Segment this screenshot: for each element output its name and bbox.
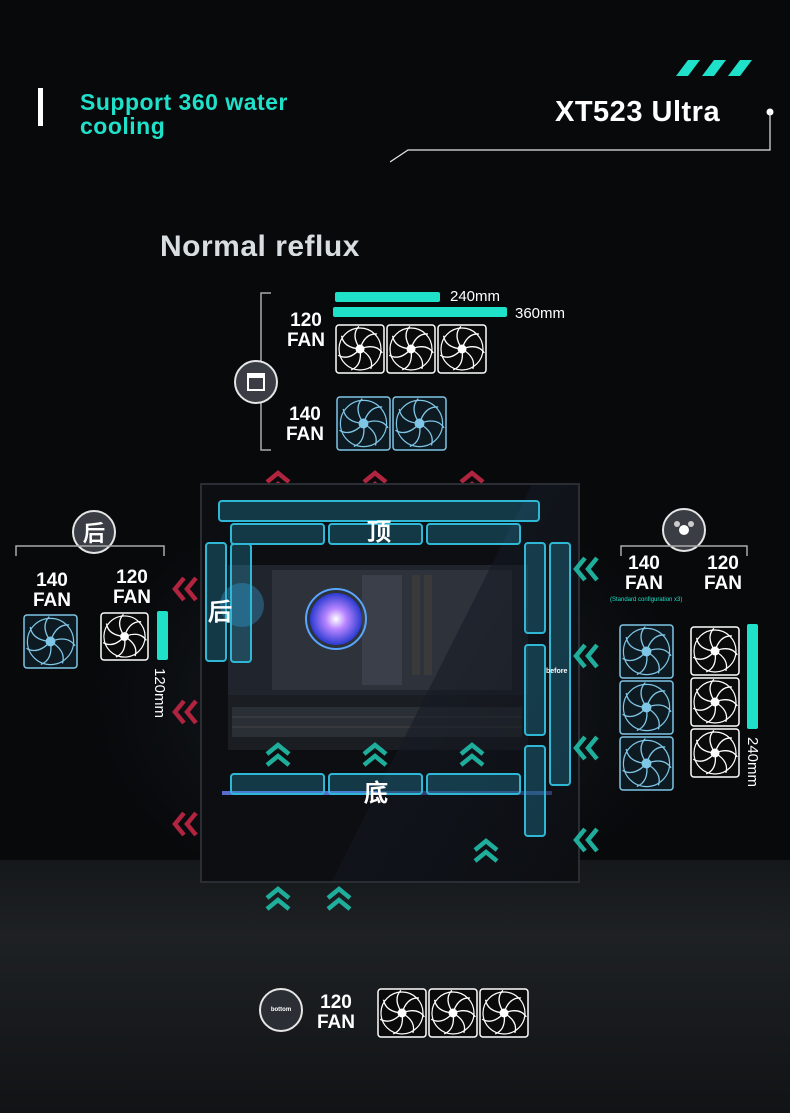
bottom-intake-arrow	[264, 886, 292, 917]
rear-bracket	[15, 545, 165, 556]
bottom-intake-arrow	[361, 742, 389, 773]
pc-case	[200, 483, 580, 883]
front-intake-arrow	[573, 555, 601, 588]
top-radiator-zone	[218, 500, 540, 522]
radiator-360-bar	[333, 307, 507, 317]
front-intake-arrow	[573, 734, 601, 767]
floor-reflection	[0, 860, 790, 1113]
rear-fan140-label: 140 FAN	[33, 570, 71, 611]
front-zone-2	[524, 644, 546, 736]
bottom-fan120-row	[377, 988, 529, 1038]
header-line-decoration	[390, 108, 774, 163]
case-bottom-label: 底	[364, 780, 388, 807]
rear-fan120-label: 120 FAN	[113, 567, 151, 608]
front-zone-3	[524, 745, 546, 837]
front-fan120-label: 120 FAN	[704, 553, 742, 594]
fan-icon	[437, 324, 487, 374]
front-fan140-label: 140 FAN	[625, 553, 663, 594]
rear-fan140	[23, 614, 78, 669]
front-zone-1	[524, 542, 546, 634]
fan-icon	[690, 626, 740, 676]
front-fan120-stack	[690, 626, 740, 778]
fan-icon	[428, 988, 478, 1038]
bottom-intake-arrow	[458, 742, 486, 773]
fan-icon	[619, 736, 674, 791]
radiator-240-bar	[335, 292, 440, 302]
bottom-intake-arrow	[264, 742, 292, 773]
fan-icon	[479, 988, 529, 1038]
top-fan-zone-3	[426, 523, 521, 545]
front-note: (Standard configuration x3)	[610, 597, 683, 603]
fan-icon	[690, 728, 740, 778]
top-fan140-label: 140 FAN	[286, 404, 324, 445]
rear-exhaust-arrow	[172, 698, 200, 731]
top-fan120-label: 120 FAN	[287, 310, 325, 351]
stripes-decoration	[676, 60, 752, 76]
model-name: XT523 Ultra	[555, 96, 721, 128]
header-title: Support 360 water cooling	[80, 89, 288, 139]
top-position-icon	[234, 360, 278, 404]
top-fan-zone-1	[230, 523, 325, 545]
front-intake-arrow	[573, 642, 601, 675]
rear-fan120	[100, 612, 149, 661]
dim-360-label: 360mm	[515, 305, 566, 322]
fan-icon	[336, 396, 391, 451]
top-fan140-row	[336, 396, 447, 451]
fan-icon	[100, 612, 149, 661]
front-bracket	[620, 545, 748, 556]
fan-icon	[377, 988, 427, 1038]
bottom-fan120-label: 120 FAN	[317, 992, 355, 1033]
fan-icon	[619, 680, 674, 735]
front-intake-arrow	[573, 826, 601, 859]
front-radiator-zone	[549, 542, 571, 786]
bottom-badge: bottom	[259, 988, 303, 1032]
front-dim-label: 240mm	[744, 737, 761, 788]
subtitle: Normal reflux	[160, 230, 360, 256]
bottom-fan-zone-2	[328, 773, 423, 795]
front-radiator-bar	[747, 624, 758, 729]
rear-radiator-bar	[157, 611, 168, 660]
case-top-label: 顶	[367, 519, 391, 546]
fan-icon	[23, 614, 78, 669]
rear-exhaust-arrow	[172, 575, 200, 608]
fan-icon	[335, 324, 385, 374]
bottom-intake-arrow	[325, 886, 353, 917]
bottom-intake-arrow	[472, 838, 500, 869]
top-fan120-row	[335, 324, 487, 374]
rear-zone-inner	[230, 543, 252, 663]
case-front-tag: before	[546, 668, 568, 675]
bottom-fan-zone-1	[230, 773, 325, 795]
dim-240-label: 240mm	[450, 288, 501, 305]
fan-icon	[619, 624, 674, 679]
fan-icon	[690, 677, 740, 727]
rear-dim-label: 120mm	[151, 668, 168, 719]
fan-icon	[392, 396, 447, 451]
header-accent-bar	[38, 88, 43, 126]
case-rear-label: 后	[208, 599, 232, 626]
bottom-fan-zone-3	[426, 773, 521, 795]
top-fan-zone-2	[328, 523, 423, 545]
rear-zone-outer	[205, 542, 227, 662]
fan-icon	[386, 324, 436, 374]
case-interior	[220, 485, 578, 881]
front-fan140-stack	[619, 624, 674, 791]
rear-exhaust-arrow	[172, 810, 200, 843]
front-position-icon	[662, 508, 706, 552]
